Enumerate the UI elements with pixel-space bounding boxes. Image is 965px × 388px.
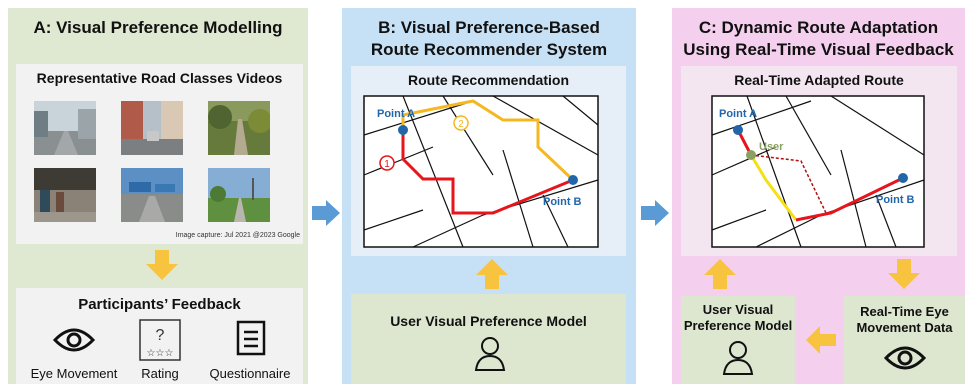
svg-text:?: ?	[156, 327, 165, 344]
feedback-item-questionnaire: Questionnaire	[209, 366, 291, 381]
route-map-c: Point A User Point B	[711, 95, 925, 248]
panel-a-title: A: Visual Preference Modelling	[33, 18, 283, 37]
panel-b-title-line1: B: Visual Preference-Based	[378, 18, 600, 37]
left-arrow-c	[806, 326, 836, 354]
videos-title: Representative Road Classes Videos	[36, 70, 283, 86]
eye-icon	[53, 328, 95, 352]
image-caption: Image capture: Jul 2021 @2023 Google	[175, 232, 300, 239]
point-a-label-c: Point A	[719, 108, 757, 120]
down-arrow-a	[146, 250, 178, 280]
up-arrow-b	[476, 259, 508, 289]
rating-icon: ? ☆☆☆	[139, 319, 181, 361]
questionnaire-icon	[236, 320, 266, 356]
arrow-b-to-c	[641, 200, 669, 226]
user-icon-b	[474, 337, 506, 371]
arrow-a-to-b	[312, 200, 340, 226]
user-model-title-b: User Visual Preference Model	[390, 313, 587, 329]
up-arrow-c	[704, 259, 736, 289]
road-thumbnail-1	[34, 101, 96, 155]
user-icon-c	[722, 341, 754, 375]
user-model-line1-c: User Visual	[702, 302, 774, 317]
user-label-c: User	[759, 141, 784, 153]
point-b-label-b: Point B	[543, 196, 582, 208]
eye-data-line1: Real-Time Eye	[860, 304, 949, 319]
point-a-label-b: Point A	[377, 108, 415, 120]
road-thumbnail-2	[121, 101, 183, 155]
feedback-box	[16, 288, 303, 384]
road-thumbnail-4	[34, 168, 96, 222]
feedback-title: Participants’ Feedback	[78, 296, 241, 313]
eye-data-line2: Movement Data	[856, 320, 953, 335]
road-thumbnail-3	[208, 101, 270, 155]
route-map-b: Point A Point B 1 2	[363, 95, 599, 248]
down-arrow-c	[888, 259, 920, 289]
svg-text:☆☆☆: ☆☆☆	[147, 348, 174, 359]
route-recommendation-title: Route Recommendation	[407, 72, 569, 88]
road-thumbnail-6	[208, 168, 270, 222]
route-2-marker: 2	[458, 119, 464, 130]
route-1-marker: 1	[384, 159, 390, 170]
eye-icon-c	[884, 346, 926, 370]
panel-b-title-line2: Route Recommender System	[370, 40, 608, 59]
feedback-item-rating: Rating	[141, 366, 179, 381]
user-model-line2-c: Preference Model	[683, 318, 793, 333]
road-thumbnail-5	[121, 168, 183, 222]
feedback-item-eye-movement: Eye Movement	[30, 366, 118, 381]
panel-c-title-line1: C: Dynamic Route Adaptation	[698, 18, 939, 37]
adapted-route-title: Real-Time Adapted Route	[734, 72, 904, 88]
point-b-label-c: Point B	[876, 194, 915, 206]
user-model-box-c	[681, 296, 795, 384]
panel-c-title-line2: Using Real-Time Visual Feedback	[683, 40, 954, 59]
